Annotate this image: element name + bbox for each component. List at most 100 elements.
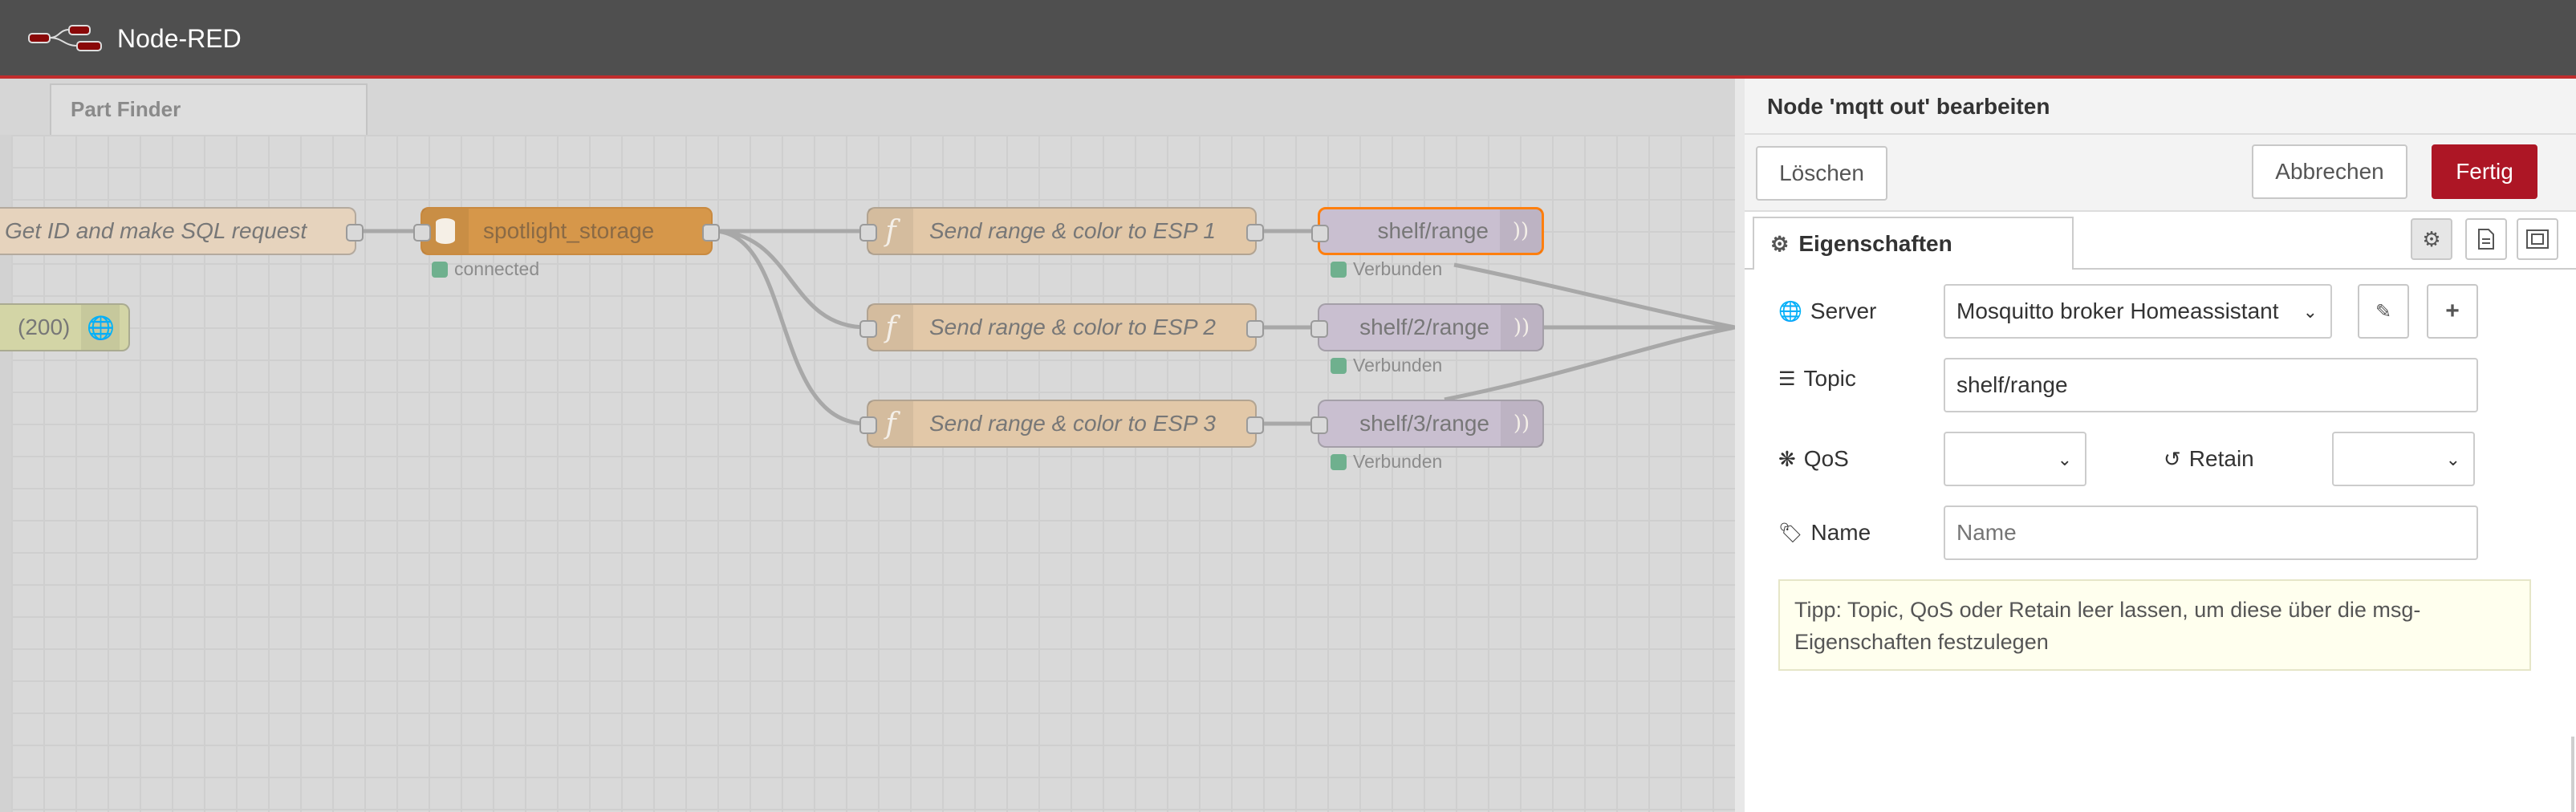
output-port[interactable] [346,224,364,242]
done-button[interactable]: Fertig [2432,144,2537,199]
tab-part-finder[interactable]: Part Finder [50,83,368,135]
qos-label: ❋ QoS [1778,446,1849,472]
name-row: 🏷 Name [1778,505,2565,565]
node-label: Get ID and make SQL request [5,218,307,243]
mqtt2-status: Verbunden [1331,355,1442,376]
function-node-get-id[interactable]: Get ID and make SQL request [0,207,364,255]
name-label: 🏷 Name [1778,520,1871,546]
globe-icon: 🌐 [1778,300,1802,323]
mqtt-icon: )) [1501,305,1542,350]
status-dot [432,261,448,278]
function-node-esp3[interactable]: f Send range & color to ESP 3 [859,400,1264,448]
flow-workspace[interactable]: Part Finder Get ID and make SQL request … [0,79,1735,812]
wire-storage-func3 [712,229,867,426]
input-port[interactable] [859,416,877,434]
input-port[interactable] [1311,225,1329,242]
topic-label-text: Topic [1803,366,1856,391]
node-red-logo-icon [28,25,102,51]
tray-scrollbar[interactable] [2571,737,2574,812]
gear-icon: ⚙ [1770,231,1790,256]
status-text: Verbunden [1353,355,1443,376]
node-label: shelf/range [1377,218,1489,243]
tab-eigenschaften[interactable]: ⚙ Eigenschaften [1753,217,2074,270]
topic-row: ☰ Topic shelf/range [1778,358,2565,417]
description-tab-button[interactable] [2465,218,2507,260]
output-port[interactable] [1246,224,1264,242]
edit-server-button[interactable]: ✎ [2358,284,2409,339]
globe-icon: 🌐 [81,305,120,350]
qos-retain-row: ❋ QoS ⌄ ↺ Retain ⌄ [1778,432,2565,491]
database-node-spotlight-storage[interactable]: spotlight_storage [413,207,720,255]
topic-input[interactable]: shelf/range [1944,358,2478,412]
status-text: connected [454,258,540,279]
plus-icon: + [2445,298,2460,324]
gear-icon: ⚙ [2422,226,2441,251]
asterisk-circle-icon: ❋ [1778,446,1796,471]
server-select[interactable]: Mosquitto broker Homeassistant ⌄ [1944,284,2332,339]
add-server-button[interactable]: + [2427,284,2478,339]
name-input[interactable] [1944,505,2478,560]
node-label: Send range & color to ESP 1 [929,218,1216,243]
wire-out-1 [1453,262,1735,330]
server-label: 🌐 Server [1778,298,1876,324]
output-port[interactable] [1246,320,1264,338]
wire-storage-func2 [712,229,867,330]
node-label: (200) [18,315,71,339]
output-port[interactable] [1246,416,1264,434]
mqtt-out-node-shelf-3-range[interactable]: shelf/3/range )) [1310,400,1544,448]
qos-label-text: QoS [1803,446,1849,471]
frame-icon [2526,229,2549,249]
mqtt-icon: )) [1501,401,1542,446]
tray-toolbar: Löschen Abbrechen Fertig [1745,135,2576,212]
cancel-button[interactable]: Abbrechen [2252,144,2407,199]
status-text: Verbunden [1353,258,1443,279]
input-port[interactable] [1310,416,1328,434]
mqtt-icon: )) [1500,209,1542,253]
function-node-esp2[interactable]: f Send range & color to ESP 2 [859,303,1264,351]
function-node-esp1[interactable]: f Send range & color to ESP 1 [859,207,1264,255]
mqtt-out-node-shelf-range[interactable]: shelf/range )) [1311,207,1544,255]
tray-tabs: ⚙ Eigenschaften ⚙ [1745,210,2576,270]
settings-tab-button[interactable]: ⚙ [2411,218,2452,260]
input-port[interactable] [1310,320,1328,338]
retain-label: ↺ Retain [2164,446,2254,472]
pencil-icon: ✎ [2375,300,2392,323]
tip-box: Tipp: Topic, QoS oder Retain leer lassen… [1778,579,2531,671]
chevron-down-icon: ⌄ [2445,449,2460,469]
node-label: spotlight_storage [483,218,655,243]
input-port[interactable] [859,224,877,242]
retain-label-text: Retain [2188,446,2254,471]
appearance-tab-button[interactable] [2517,218,2558,260]
node-label: Send range & color to ESP 2 [929,315,1216,339]
output-port[interactable] [702,224,720,242]
wire-out-3 [1444,325,1735,402]
topic-label: ☰ Topic [1778,366,1856,392]
name-label-text: Name [1810,520,1871,545]
storage-status: connected [432,258,539,280]
server-row: 🌐 Server Mosquitto broker Homeassistant … [1778,284,2565,343]
mqtt3-status: Verbunden [1331,451,1442,473]
flow-wires [356,229,1735,426]
input-port[interactable] [413,224,431,242]
status-dot [1331,261,1347,278]
tab-label: Eigenschaften [1798,231,1952,256]
node-label: Send range & color to ESP 3 [929,411,1216,436]
http-response-node[interactable]: (200) 🌐 [0,303,130,351]
function-icon: f [868,401,913,446]
mqtt-out-node-shelf-2-range[interactable]: shelf/2/range )) [1310,303,1544,351]
status-dot [1331,453,1347,470]
input-port[interactable] [859,320,877,338]
retain-select[interactable]: ⌄ [2332,432,2475,486]
mqtt1-status: Verbunden [1331,258,1442,280]
qos-select[interactable]: ⌄ [1944,432,2086,486]
app-title: Node-RED [117,24,242,53]
status-dot [1331,357,1347,374]
chevron-down-icon: ⌄ [2057,449,2072,469]
node-label: shelf/2/range [1359,315,1489,339]
status-text: Verbunden [1353,451,1443,472]
server-label-text: Server [1810,298,1877,323]
tray-title: Node 'mqtt out' bearbeiten [1745,79,2576,135]
server-value: Mosquitto broker Homeassistant [1956,298,2279,323]
delete-button[interactable]: Löschen [1756,146,1887,201]
tasks-icon: ☰ [1778,367,1796,390]
